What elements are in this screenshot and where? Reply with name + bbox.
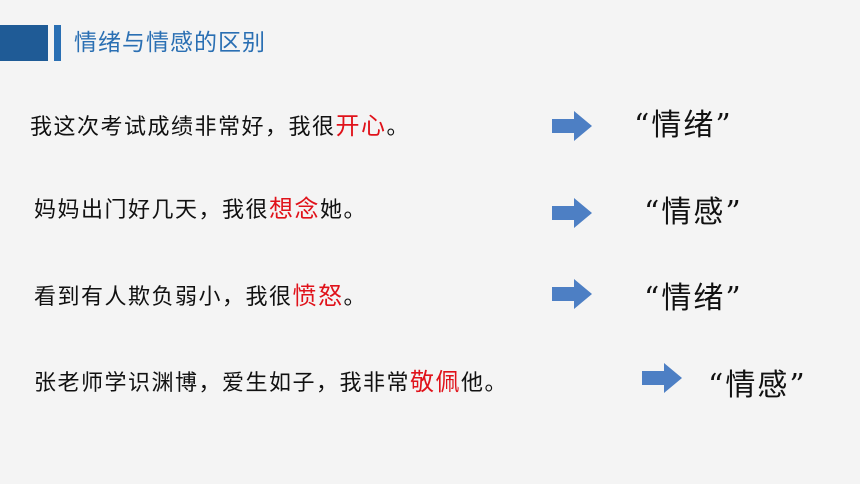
page-title: 情绪与情感的区别 (74, 30, 266, 56)
right-arrow-icon (642, 363, 682, 393)
right-arrow-icon (552, 279, 592, 309)
result-label: “情绪” (634, 108, 733, 143)
header-bar: 情绪与情感的区别 (0, 25, 860, 61)
example-sentence: 张老师学识渊博，爱生如子，我非常敬佩他。 (34, 368, 509, 396)
result-label: “情感” (644, 195, 743, 230)
emotion-word: 愤怒 (292, 282, 344, 310)
example-sentence: 妈妈出门好几天，我很想念她。 (34, 195, 368, 223)
example-row: 张老师学识渊博，爱生如子，我非常敬佩他。 “情感” (0, 357, 860, 407)
emotion-word: 想念 (269, 195, 321, 223)
emotion-word: 敬佩 (410, 368, 462, 396)
result-label: “情感” (708, 368, 807, 403)
result-label: “情绪” (644, 281, 743, 316)
right-arrow-icon (552, 198, 592, 228)
header-block (0, 25, 48, 61)
example-sentence: 我这次考试成绩非常好，我很开心。 (30, 112, 411, 140)
right-arrow-icon (552, 111, 592, 141)
emotion-word: 开心 (335, 112, 387, 140)
example-row: 我这次考试成绩非常好，我很开心。 “情绪” (0, 101, 860, 151)
example-row: 看到有人欺负弱小，我很愤怒。 “情绪” (0, 271, 860, 321)
example-row: 妈妈出门好几天，我很想念她。 “情感” (0, 184, 860, 234)
example-sentence: 看到有人欺负弱小，我很愤怒。 (34, 282, 368, 310)
header-accent (54, 25, 61, 61)
